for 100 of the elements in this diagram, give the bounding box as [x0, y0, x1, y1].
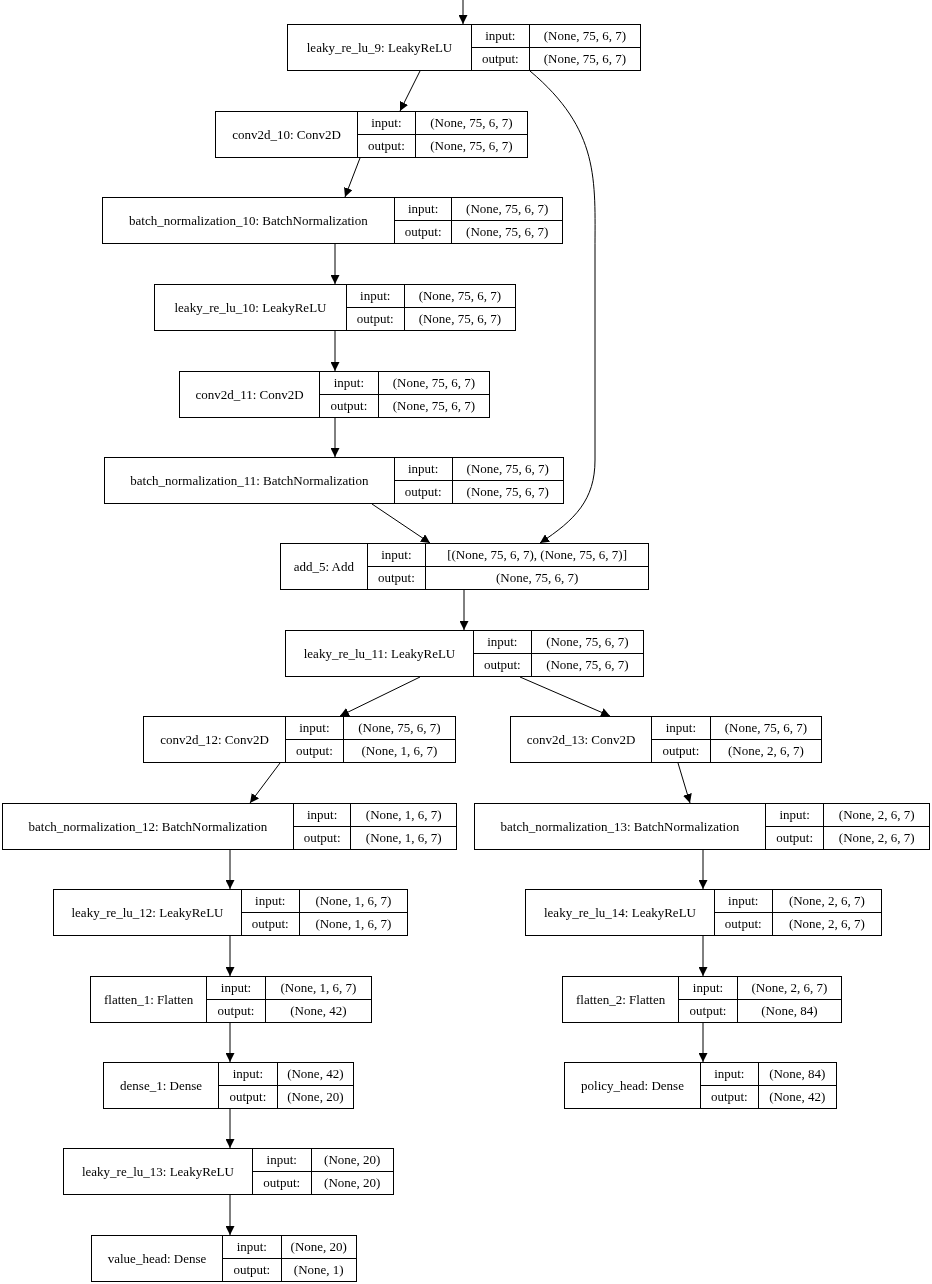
port-label: output: [376, 569, 416, 588]
layer-box [215, 111, 528, 158]
arrow [249, 762, 281, 804]
layer-box [91, 1235, 357, 1282]
arrow [225, 935, 235, 977]
port-label: input: [367, 544, 426, 567]
layer-name: policy_head: Dense [565, 1063, 702, 1108]
port-label: input: [223, 1236, 281, 1259]
port-label: output: [775, 829, 814, 848]
layer-name: add_5: Add [281, 544, 368, 589]
layer-box [525, 889, 882, 936]
port-label: output: [302, 829, 342, 848]
port-label: output: [295, 742, 334, 761]
shape-value: (None, 75, 6, 7) [542, 50, 627, 69]
arrow [344, 157, 361, 198]
shape-value: (None, 84) [758, 1063, 836, 1086]
port-label: output: [661, 742, 701, 761]
layer-box [90, 976, 372, 1023]
port-label: input: [473, 631, 531, 654]
port-label: input: [219, 1063, 277, 1086]
shape-value: (None, 84) [760, 1002, 819, 1021]
port-label: output: [216, 1002, 256, 1021]
port-label: input: [286, 717, 343, 740]
shape-value: (None, 75, 6, 7) [417, 310, 502, 329]
arrow [459, 589, 469, 631]
port-label: output: [355, 310, 395, 329]
port-label: input: [293, 804, 351, 827]
layer-name: leaky_re_lu_12: LeakyReLU [54, 890, 242, 935]
shape-value: (None, 20) [281, 1236, 356, 1259]
arrow [330, 330, 340, 372]
port-label: input: [207, 977, 265, 1000]
layer-name: flatten_2: Flatten [563, 977, 680, 1022]
shape-value: (None, 1, 6, 7) [364, 829, 443, 848]
layer-name: leaky_re_lu_13: LeakyReLU [64, 1149, 253, 1194]
layer-box [474, 803, 930, 850]
port-label: output: [403, 223, 443, 242]
arrow [225, 1108, 235, 1149]
shape-value: (None, 75, 6, 7) [415, 112, 527, 135]
layer-box [285, 630, 644, 677]
layer-box [564, 1062, 837, 1109]
layer-box [510, 716, 822, 763]
layer-name: batch_normalization_10: BatchNormalization [103, 198, 395, 243]
layer-name: leaky_re_lu_14: LeakyReLU [526, 890, 715, 935]
shape-value: (None, 2, 6, 7) [837, 829, 916, 848]
shape-value: (None, 42) [289, 1002, 348, 1021]
port-label: input: [394, 198, 452, 221]
layer-box [154, 284, 516, 331]
shape-value: (None, 1, 6, 7) [314, 915, 393, 934]
shape-value: (None, 75, 6, 7) [391, 397, 477, 416]
layer-name: batch_normalization_11: BatchNormalization [105, 458, 395, 503]
shape-value: (None, 75, 6, 7) [710, 717, 821, 740]
layer-name: conv2d_10: Conv2D [216, 112, 359, 157]
layer-box [53, 889, 408, 936]
arrow [225, 1194, 235, 1236]
shape-value: (None, 1, 6, 7) [360, 742, 439, 761]
arrow [698, 935, 708, 977]
port-label: output: [262, 1174, 302, 1193]
layer-name: leaky_re_lu_9: LeakyReLU [288, 25, 472, 70]
port-label: input: [358, 112, 415, 135]
shape-value: (None, 2, 6, 7) [726, 742, 805, 761]
shape-value: (None, 75, 6, 7) [494, 569, 580, 588]
port-label: input: [652, 717, 710, 740]
shape-value: [(None, 75, 6, 7), (None, 75, 6, 7)] [426, 544, 648, 567]
port-label: output: [482, 656, 522, 675]
arrow [399, 70, 421, 112]
port-label: output: [329, 397, 369, 416]
port-label: output: [367, 137, 406, 156]
port-label: input: [252, 1149, 311, 1172]
shape-value: (None, 20) [323, 1174, 382, 1193]
shape-value: (None, 75, 6, 7) [343, 717, 455, 740]
arrow [225, 849, 235, 890]
layer-name: conv2d_12: Conv2D [144, 717, 287, 762]
port-label: input: [679, 977, 737, 1000]
shape-value: (None, 75, 6, 7) [378, 372, 489, 395]
arrow [519, 676, 611, 717]
arrow [698, 1022, 708, 1063]
shape-value: (None, 75, 6, 7) [429, 137, 514, 156]
layer-name: leaky_re_lu_11: LeakyReLU [286, 631, 474, 676]
layer-name: batch_normalization_12: BatchNormalization [3, 804, 294, 849]
shape-value: (None, 1, 6, 7) [351, 804, 456, 827]
arrow [330, 243, 340, 285]
arrow [458, 0, 468, 25]
layer-box [102, 197, 563, 244]
port-label: output: [709, 1088, 749, 1107]
layer-name: conv2d_11: Conv2D [180, 372, 321, 417]
shape-value: (None, 75, 6, 7) [452, 458, 563, 481]
shape-value: (None, 2, 6, 7) [737, 977, 841, 1000]
port-label: input: [472, 25, 529, 48]
arrow [371, 503, 431, 544]
port-label: output: [723, 915, 763, 934]
layer-box [63, 1148, 394, 1195]
shape-value: (None, 42) [277, 1063, 353, 1086]
shape-value: (None, 1, 6, 7) [265, 977, 371, 1000]
shape-value: (None, 2, 6, 7) [787, 915, 866, 934]
layer-box [562, 976, 842, 1023]
shape-value: (None, 75, 6, 7) [531, 631, 643, 654]
port-label: input: [714, 890, 772, 913]
shape-value: (None, 1) [292, 1261, 345, 1280]
shape-value: (None, 20) [286, 1088, 345, 1107]
port-label: input: [320, 372, 378, 395]
